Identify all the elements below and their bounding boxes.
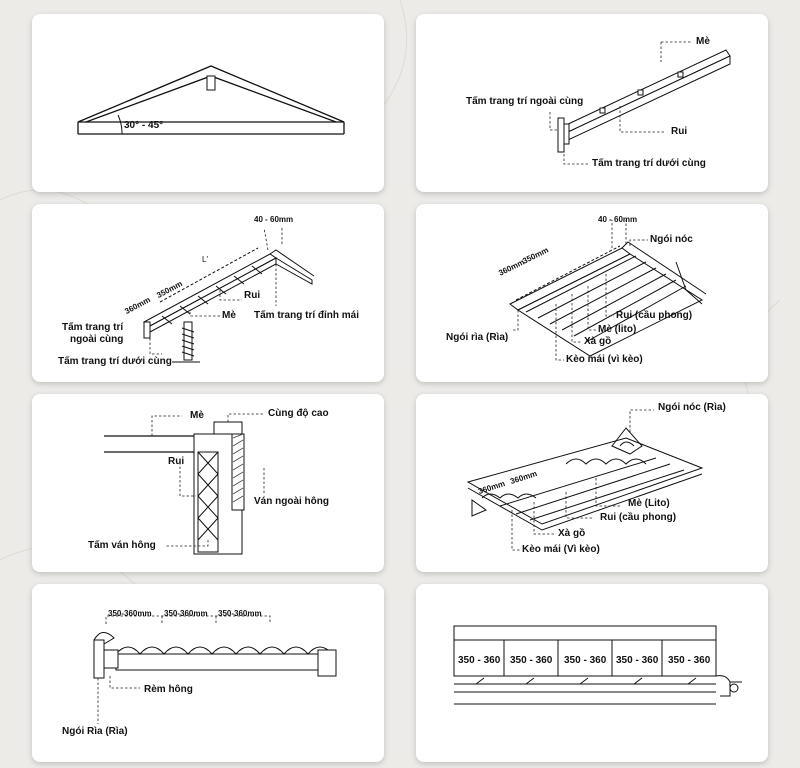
rui-label: Rui [168,456,185,467]
me-label: Mè [222,310,236,321]
roof-pitch-diagram [77,65,345,135]
panel-ridge-trim: 40 - 60mm L' 360mm 350mm Rui Mè Tấm tran… [32,204,384,382]
outer-trim-label-1: Tấm trang trí [62,322,124,333]
gap-label: 40 - 60mm [254,215,294,224]
me-label: Mè (lito) [598,324,637,335]
me-label: Mè [696,36,710,47]
cell-4-label: 350 - 360 [616,655,659,666]
rui-label: Rui (cầu phong) [600,512,677,523]
panel-side-board: Mè Cùng độ cao Rui Ván ngoài hông Tấm vá… [32,394,384,572]
spacing-3-label: 350-360mm [218,609,262,618]
outer-trim-label-2: ngoài cùng [70,334,124,345]
ridge-tile-label: Ngói nóc [650,234,693,245]
rem-hong-label: Rèm hông [144,684,193,695]
rui-label: Rui (cầu phong) [616,310,693,321]
spacing-1-label: 350-360mm [108,609,152,618]
ridge-trim-label: Tấm trang trí đỉnh mái [254,310,360,321]
rui-label: Rui [671,126,688,137]
trim-parts-diagram [549,41,731,165]
ridge-tile-diagram [509,220,707,361]
truss-label: Kèo mái (Vì kèo) [522,544,600,555]
panel-ridge-cap: Ngói nóc (Rìa) 360mm 360mm Mè (Lito) Rui… [416,394,768,572]
me-label: Mè [190,410,204,421]
angle-label: 30° - 45° [124,120,164,131]
edge-tile-label: Ngói Rìa (Rìa) [62,726,128,737]
panel-edge-tile: 350-360mm 350-360mm 350-360mm Rèm hông N… [32,584,384,762]
truss-label: Kèo mái (vì kèo) [566,354,643,365]
ridge-cap-diagram [466,409,704,551]
outer-board-label: Ván ngoài hông [254,496,329,507]
rui-label: Rui [244,290,261,301]
purlin-label: Xà gồ [584,336,612,347]
ridge-trim-diagram [143,227,315,363]
side-board-label: Tấm ván hông [88,540,156,551]
cell-3-label: 350 - 360 [564,655,607,666]
side-board-diagram [104,413,265,555]
me-label: Mè (Lito) [628,498,670,509]
ridge-tile-label: Ngói nóc (Rìa) [658,402,726,413]
panel-spacing-table: 350 - 360 350 - 360 350 - 360 350 - 360 … [416,584,768,762]
purlin-label: Xà gồ [558,528,586,539]
panel-trim-parts: Mè Tấm trang trí ngoài cùng Rui Tấm tran… [416,14,768,192]
panel-ridge-tile: 40 - 60mm 360mm 350mm Ngói nóc Ngói rìa … [416,204,768,382]
eave-tile-label: Ngói rìa (Rìa) [446,332,509,343]
spacing-table-diagram [453,625,742,705]
length-label: L' [202,255,208,264]
bottom-trim-label: Tấm trang trí dưới cùng [58,356,172,367]
bottom-trim-label: Tấm trang trí dưới cùng [592,158,706,169]
height-label: Cùng độ cao [268,408,329,419]
outer-trim-label: Tấm trang trí ngoài cùng [466,96,584,107]
cell-2-label: 350 - 360 [510,655,553,666]
panel-roof-pitch: 30° - 45° [32,14,384,192]
edge-tile-diagram [93,615,337,724]
cell-5-label: 350 - 360 [668,655,711,666]
cell-1-label: 350 - 360 [458,655,501,666]
spacing-2-label: 350-360mm [164,609,208,618]
gap-label: 40 - 60mm [598,215,638,224]
